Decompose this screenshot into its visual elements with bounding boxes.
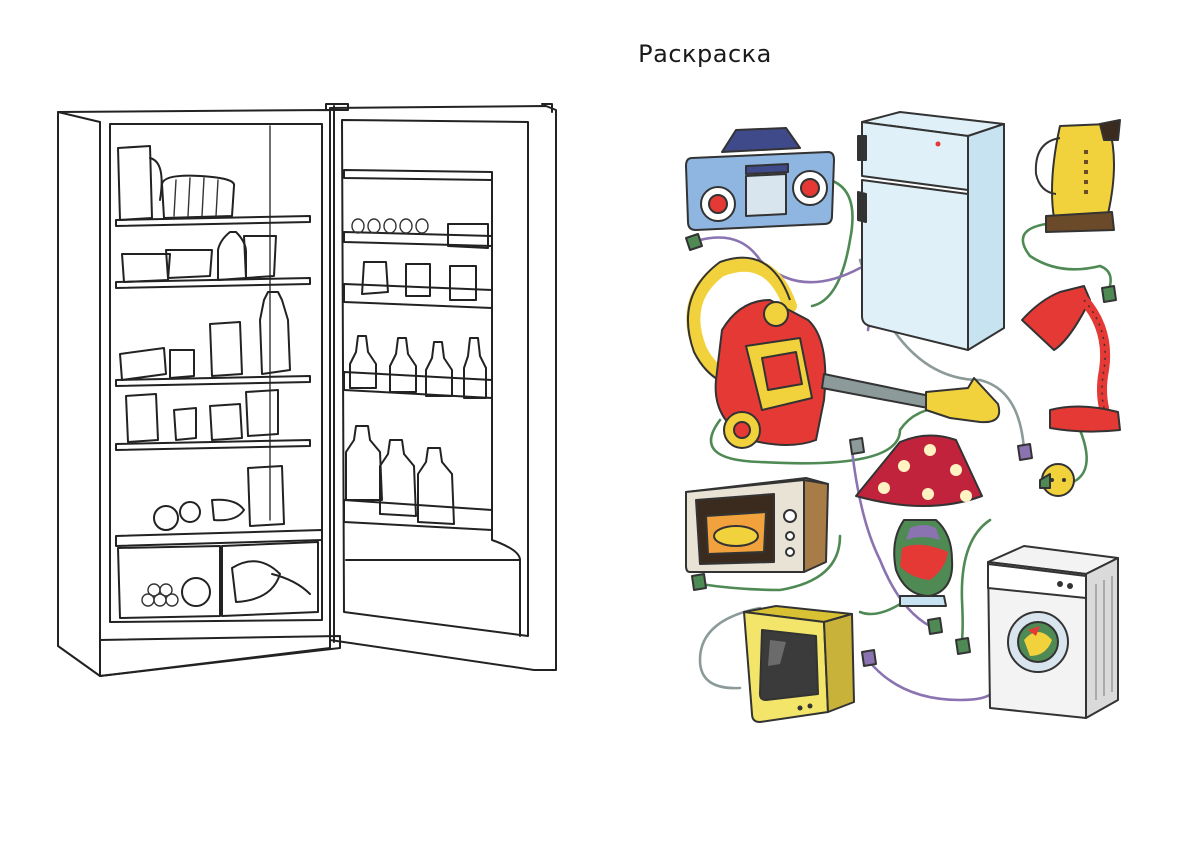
table-lamp-icon <box>855 434 983 607</box>
vacuum-cleaner-icon <box>686 256 1001 449</box>
fridge-door <box>325 103 557 671</box>
appliances-puzzle <box>685 111 1121 723</box>
open-refrigerator-outline <box>57 103 557 677</box>
fridge-shelves <box>115 215 323 547</box>
fridge-cabinet <box>57 109 341 677</box>
plug-icons <box>685 233 1117 667</box>
boombox-icon <box>685 127 835 231</box>
desk-lamp-icon <box>1021 285 1121 433</box>
page-title: Раскраска <box>638 40 772 68</box>
kettle-icon <box>1034 119 1121 233</box>
wall-socket-icon <box>1039 463 1075 497</box>
washing-machine-icon <box>987 545 1119 719</box>
microwave-icon <box>685 477 829 573</box>
tv-icon <box>743 605 855 723</box>
crisper-drawers <box>117 541 319 619</box>
fridge-contents <box>117 145 291 531</box>
refrigerator-icon <box>857 111 1005 351</box>
